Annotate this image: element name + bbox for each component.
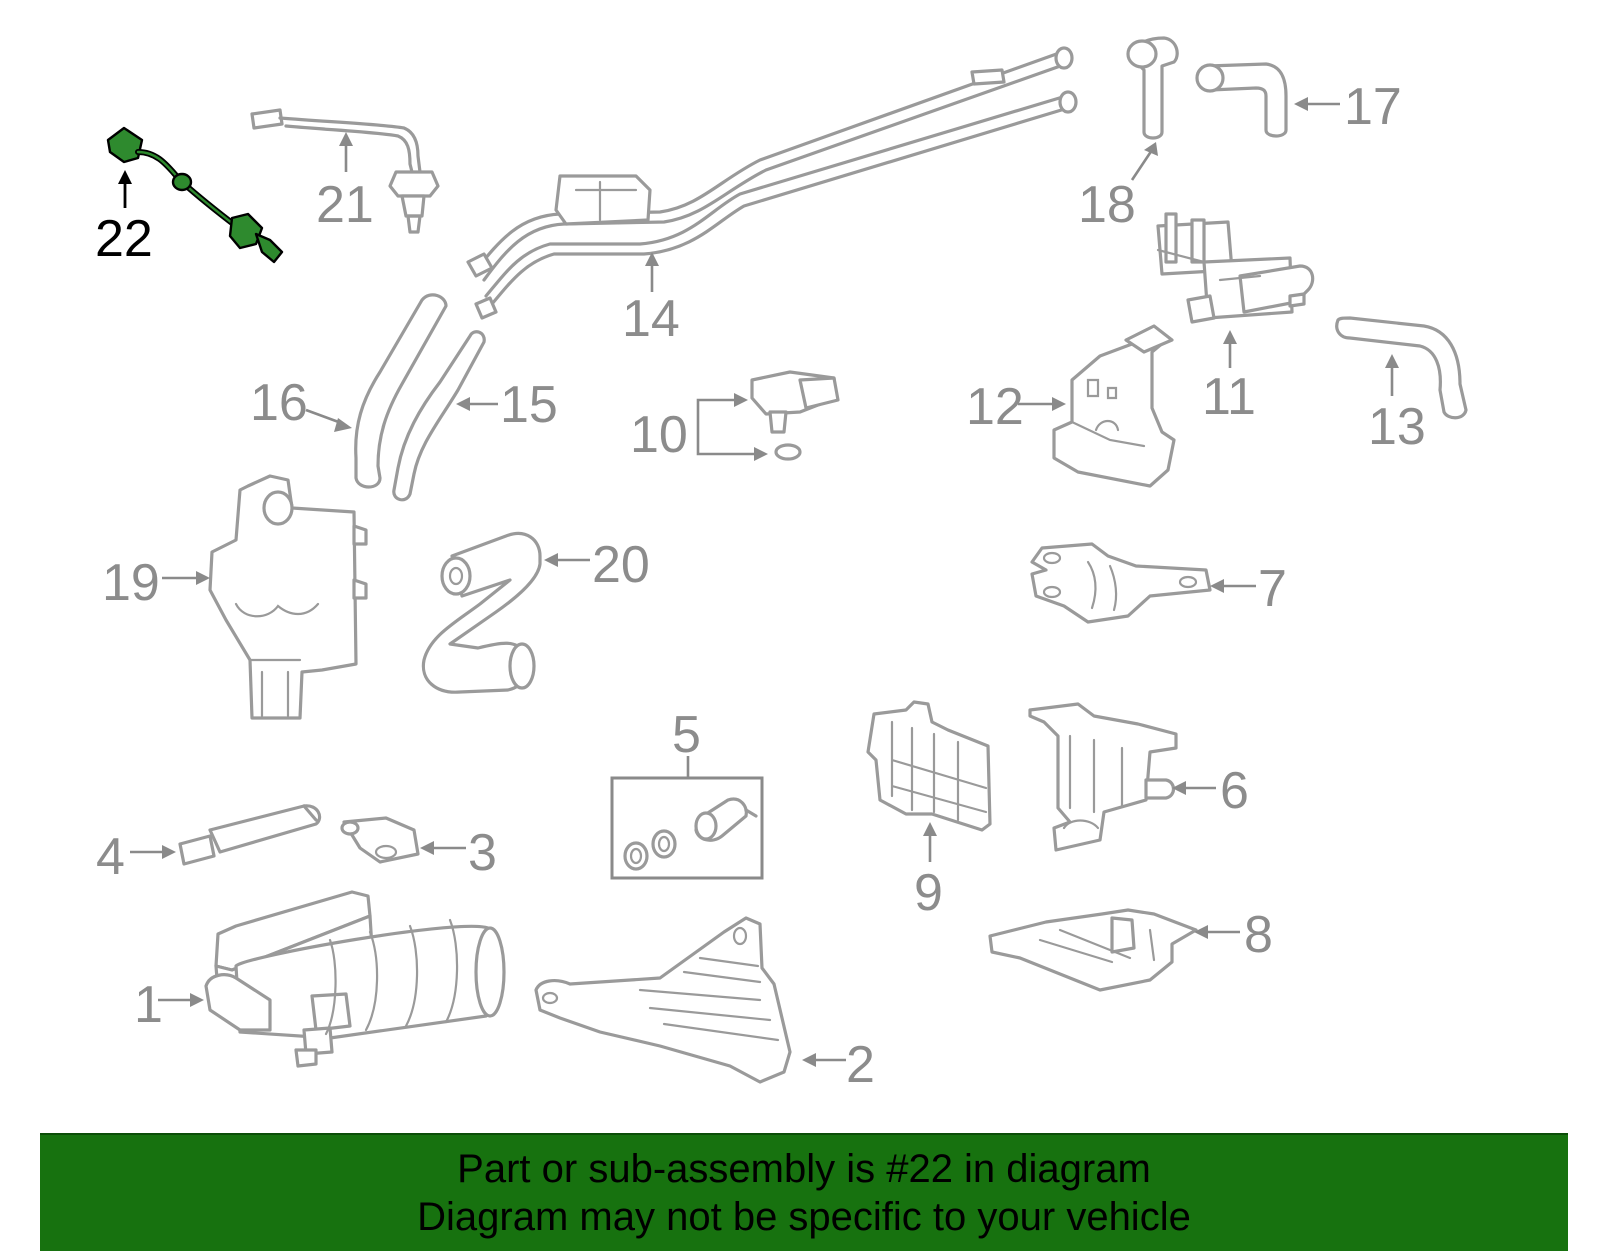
callout-18: 18: [1078, 142, 1158, 234]
part-19-filter-housing: [208, 474, 368, 720]
part-18-hose: [1126, 36, 1179, 140]
callout-label: 15: [500, 376, 558, 434]
callout-label: 20: [592, 536, 650, 594]
part-15-hose: [392, 330, 486, 502]
part-14-vapor-pipe: [466, 46, 1078, 320]
callout-label: 13: [1368, 398, 1426, 456]
callout-14: 14: [622, 252, 680, 348]
banner-line-part: Part or sub-assembly is #22 in diagram: [457, 1147, 1151, 1191]
callout-label: 6: [1220, 762, 1249, 820]
callout-label: 8: [1244, 906, 1273, 964]
part-21-oxygen-sensor: [250, 108, 440, 234]
callout-label: 17: [1344, 78, 1402, 136]
part-9-bracket: [866, 700, 992, 832]
callout-3: 3: [420, 824, 497, 882]
part-20-hose: [421, 531, 542, 694]
callout-16: 16: [250, 374, 352, 432]
callout-19: 19: [102, 554, 210, 612]
callout-label: 11: [1202, 368, 1256, 426]
callout-label: 3: [468, 824, 497, 882]
part-8-shield: [988, 908, 1198, 992]
callout-label: 14: [622, 290, 680, 348]
callout-15: 15: [456, 376, 558, 434]
callout-label: 5: [672, 706, 701, 764]
part-1-canister: [204, 890, 506, 1068]
callout-label: 1: [134, 976, 163, 1034]
callout-7: 7: [1210, 560, 1287, 618]
part-3-sensor: [340, 816, 420, 864]
part-10-sensor: [750, 370, 840, 461]
callout-label: 19: [102, 554, 160, 612]
callout-label: 2: [846, 1036, 875, 1094]
part-11-purge-valve: [1156, 212, 1315, 324]
part-17-hose: [1195, 62, 1288, 138]
callout-label: 22: [95, 210, 153, 268]
callout-label: 18: [1078, 176, 1136, 234]
callout-9: 9: [914, 822, 943, 922]
callout-label: 16: [250, 374, 308, 432]
callout-1: 1: [134, 976, 204, 1034]
callout-11: 11: [1202, 330, 1256, 426]
callout-5: 5: [672, 706, 701, 778]
callout-22: 22: [95, 170, 153, 268]
callout-label: 9: [914, 864, 943, 922]
callout-label: 4: [96, 828, 125, 886]
part-6-bracket: [1028, 702, 1178, 852]
part-22-sensor-harness[interactable]: [106, 126, 284, 264]
part-16-hose: [354, 293, 448, 489]
callout-label: 10: [630, 406, 688, 464]
part-4-fitting: [178, 804, 322, 866]
callout-4: 4: [96, 828, 176, 886]
callout-label: 21: [316, 176, 374, 234]
callout-20: 20: [544, 536, 650, 594]
callout-label: 12: [966, 378, 1024, 436]
part-12-bracket: [1052, 324, 1176, 488]
banner-line-disclaimer: Diagram may not be specific to your vehi…: [417, 1195, 1191, 1239]
part-7-bracket: [1030, 542, 1212, 624]
callout-17: 17: [1294, 78, 1402, 136]
callout-10: 10: [630, 393, 768, 464]
callout-label: 7: [1258, 560, 1287, 618]
callout-12: 12: [966, 378, 1066, 436]
part-5-seal-kit: [610, 776, 764, 880]
info-banner: Part or sub-assembly is #22 in diagram D…: [40, 1133, 1568, 1251]
callout-21: 21: [316, 132, 374, 234]
part-2-shield: [534, 916, 792, 1084]
callout-8: 8: [1194, 906, 1273, 964]
part-13-hose: [1335, 316, 1468, 420]
callout-13: 13: [1368, 354, 1426, 456]
callout-2: 2: [802, 1036, 875, 1094]
callout-6: 6: [1172, 762, 1249, 820]
